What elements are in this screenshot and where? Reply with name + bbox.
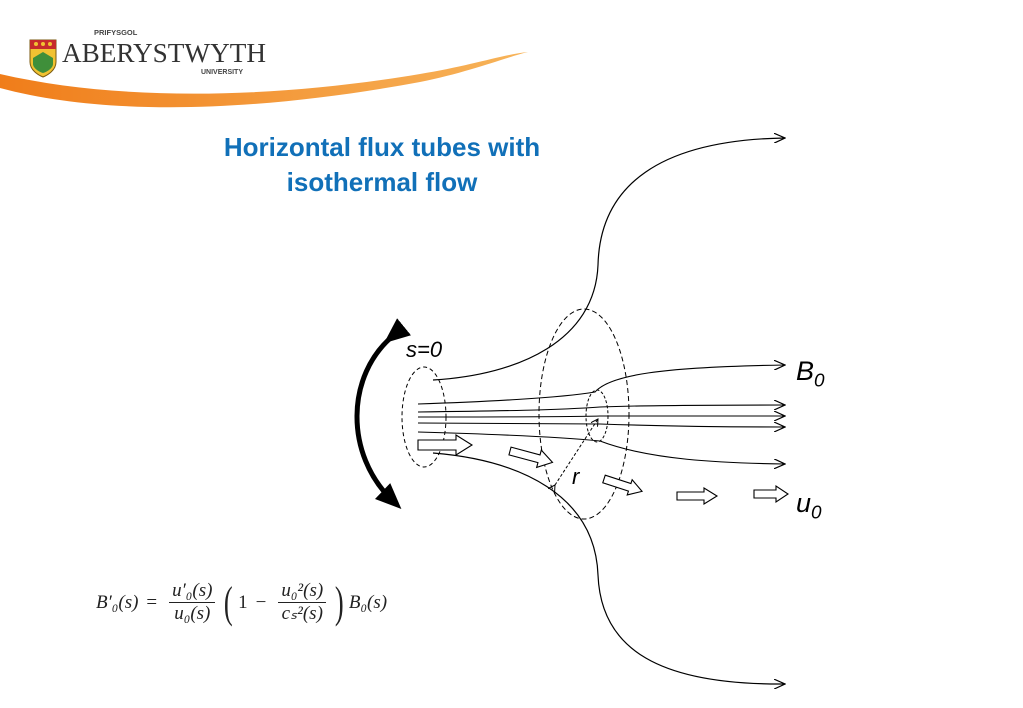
eq-fraction-2: u₀²(s) cₛ²(s): [278, 580, 327, 625]
university-crest-icon: [29, 39, 57, 78]
title-line-1: Horizontal flux tubes with: [223, 132, 541, 162]
label-b0: B0: [796, 358, 825, 392]
slide-title: Horizontal flux tubes with isothermal fl…: [150, 130, 614, 200]
label-s0: s=0: [406, 337, 443, 362]
eq-paren-right: ): [335, 577, 344, 627]
eq-frac2-den: cₛ²(s): [281, 603, 323, 624]
label-r: r: [572, 464, 580, 489]
flow-arrow-1: [417, 434, 474, 456]
eq-one: 1: [238, 591, 248, 613]
eq-rhs: B₀(s): [348, 591, 388, 613]
logo-top-text: PRIFYSGOL: [94, 28, 138, 37]
label-b0-sub: 0: [814, 370, 825, 392]
cross-section-s0: [401, 366, 447, 468]
field-line-1: [417, 365, 785, 405]
label-u0: u0: [796, 490, 822, 524]
label-u0-base: u: [796, 488, 812, 518]
flow-arrow-5: [753, 484, 789, 504]
flow-arrow-4: [676, 487, 719, 505]
field-line-4: [417, 423, 785, 427]
field-line-5: [417, 431, 785, 464]
flow-arrows: [417, 434, 789, 505]
field-equation: B′₀(s) = u′₀(s) u₀(s) ( 1 − u₀²(s) cₛ²(s…: [96, 580, 387, 625]
orange-swoosh: [0, 52, 528, 108]
field-line-2: [417, 405, 785, 413]
eq-frac2-num: u₀²(s): [278, 580, 327, 603]
header-banner: PRIFYSGOL ABERYSTWYTH UNIVERSITY: [0, 28, 528, 108]
radius-line: [555, 419, 598, 485]
rotation-double-arrow: [354, 318, 412, 509]
flow-arrow-2: [508, 446, 554, 469]
tube-outer-top: [432, 138, 785, 381]
eq-equals: =: [146, 591, 158, 613]
label-b0-base: B: [796, 356, 815, 386]
eq-fraction-1: u′₀(s) u₀(s): [169, 580, 216, 625]
eq-minus: −: [255, 591, 267, 613]
eq-frac1-num: u′₀(s): [169, 580, 216, 603]
title-line-2: isothermal flow: [286, 167, 478, 197]
logo-bottom-text: UNIVERSITY: [201, 69, 243, 76]
field-line-3: [417, 416, 785, 417]
tube-outer-bottom: [432, 452, 785, 684]
eq-lhs: B′₀(s): [96, 591, 139, 613]
cross-section-mid: [538, 308, 630, 520]
flow-arrow-3: [602, 474, 644, 496]
eq-paren-left: (: [224, 577, 234, 627]
label-u0-sub: 0: [811, 502, 822, 524]
eq-frac1-den: u₀(s): [174, 603, 211, 624]
logo-main-text: ABERYSTWYTH: [62, 38, 266, 68]
